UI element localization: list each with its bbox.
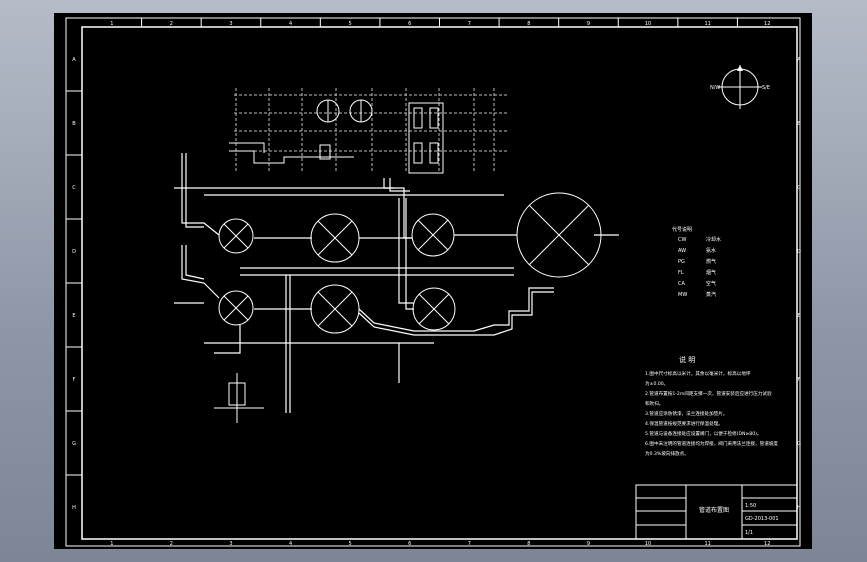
zone-number-bottom: 10 [645, 541, 651, 547]
equipment-grid-lines [234, 88, 509, 173]
zone-number-bottom: 7 [468, 541, 471, 547]
zone-number-top: 2 [170, 21, 173, 27]
zone-letter-left: C [72, 185, 76, 191]
code-legend: 代号说明 CW 冷却水 AW 氨水 PG 燃气 FL 烟气 CA 空气 MW 蒸汽 [672, 226, 721, 298]
zone-letter-right: E [797, 313, 800, 319]
zone-letter-right: B [797, 121, 801, 127]
legend-desc: 燃气 [706, 258, 716, 265]
note-line: 1.图中尺寸标高以米计，其余以毫米计，标高以地坪 [645, 370, 751, 377]
scale-value: 1:50 [745, 503, 756, 509]
zone-number-top: 5 [349, 21, 352, 27]
design-notes: 说 明 1.图中尺寸标高以米计，其余以毫米计，标高以地坪 为±0.00。 2.管道… [645, 355, 778, 457]
zone-letter-right: G [797, 441, 801, 447]
compass-east-label: S/E [762, 85, 770, 91]
drawing-number: GD-2013-001 [745, 516, 779, 522]
note-line: 5.管道与设备连接处应设置阀门，以便于检修(DN≥80)。 [645, 430, 762, 437]
zone-number-top: 1 [110, 21, 113, 27]
note-line: 为±0.00。 [645, 380, 668, 387]
legend-code: PG [678, 259, 685, 265]
zone-number-top: 6 [408, 21, 411, 27]
zone-letter-right: H [797, 505, 801, 511]
note-line: 3.管道应涂防锈漆，法兰连接处加垫片。 [645, 410, 727, 417]
zone-letter-right: D [797, 249, 801, 255]
zone-number-top: 9 [587, 21, 590, 27]
zone-letter-right: A [797, 57, 801, 63]
zone-number-top: 8 [527, 21, 530, 27]
outer-frame [65, 17, 801, 547]
zone-number-bottom: 8 [527, 541, 530, 547]
zone-letter-left: G [72, 441, 76, 447]
zone-number-bottom: 4 [289, 541, 292, 547]
zone-number-bottom: 5 [349, 541, 352, 547]
sheet-number: 1/1 [745, 530, 753, 536]
legend-title: 代号说明 [672, 226, 692, 233]
zone-number-top: 12 [764, 21, 770, 27]
notes-title: 说 明 [679, 355, 695, 364]
pipe-runs [174, 153, 619, 413]
zone-letter-left: A [72, 57, 76, 63]
vessels [218, 192, 602, 334]
note-line: 6.图中未注明的管道连接均为焊接，阀门采用法兰连接，管道坡度 [645, 440, 778, 447]
legend-desc: 蒸汽 [706, 291, 716, 298]
note-line: 4.保温管道按规范要求进行保温处理。 [645, 420, 723, 427]
drawing-title: 管道布置图 [699, 506, 729, 514]
small-valve-group [214, 373, 264, 423]
zone-number-bottom: 2 [170, 541, 173, 547]
legend-code: FL [678, 270, 684, 276]
title-block: 管道布置图 1:50 GD-2013-001 1/1 [635, 484, 798, 540]
zone-number-bottom: 1 [110, 541, 113, 547]
pumps-top [229, 99, 444, 174]
legend-code: AW [678, 248, 686, 254]
north-compass: N/W S/E [710, 65, 770, 109]
zone-letter-right: C [797, 185, 801, 191]
zone-letter-left: E [72, 313, 75, 319]
zone-number-top: 7 [468, 21, 471, 27]
zone-letter-left: D [72, 249, 76, 255]
note-line: 和吹扫。 [645, 400, 663, 407]
zone-number-top: 3 [229, 21, 232, 27]
zone-number-top: 10 [645, 21, 651, 27]
legend-code: CW [678, 237, 686, 243]
note-line: 2.管道布置按1-2m间距支撑一次，管道安装后应进行压力试验 [645, 390, 772, 397]
legend-code: CA [678, 281, 685, 287]
compass-west-label: N/W [710, 85, 720, 91]
zone-number-bottom: 11 [704, 541, 710, 547]
legend-desc: 空气 [706, 280, 716, 287]
legend-desc: 冷却水 [706, 236, 721, 243]
zone-letter-left: F [73, 377, 76, 383]
zone-number-bottom: 6 [408, 541, 411, 547]
zone-number-top: 4 [289, 21, 292, 27]
zone-number-bottom: 3 [229, 541, 232, 547]
legend-desc: 氨水 [706, 247, 716, 254]
zone-letter-right: F [798, 377, 801, 383]
legend-code: MW [678, 292, 687, 298]
zone-number-bottom: 12 [764, 541, 770, 547]
zone-letter-left: H [72, 505, 76, 511]
note-line: 为0.3%坡向排放点。 [645, 450, 689, 457]
zone-number-top: 11 [704, 21, 710, 27]
zone-number-bottom: 9 [587, 541, 590, 547]
zone-letter-left: B [72, 121, 76, 127]
legend-desc: 烟气 [706, 269, 716, 276]
